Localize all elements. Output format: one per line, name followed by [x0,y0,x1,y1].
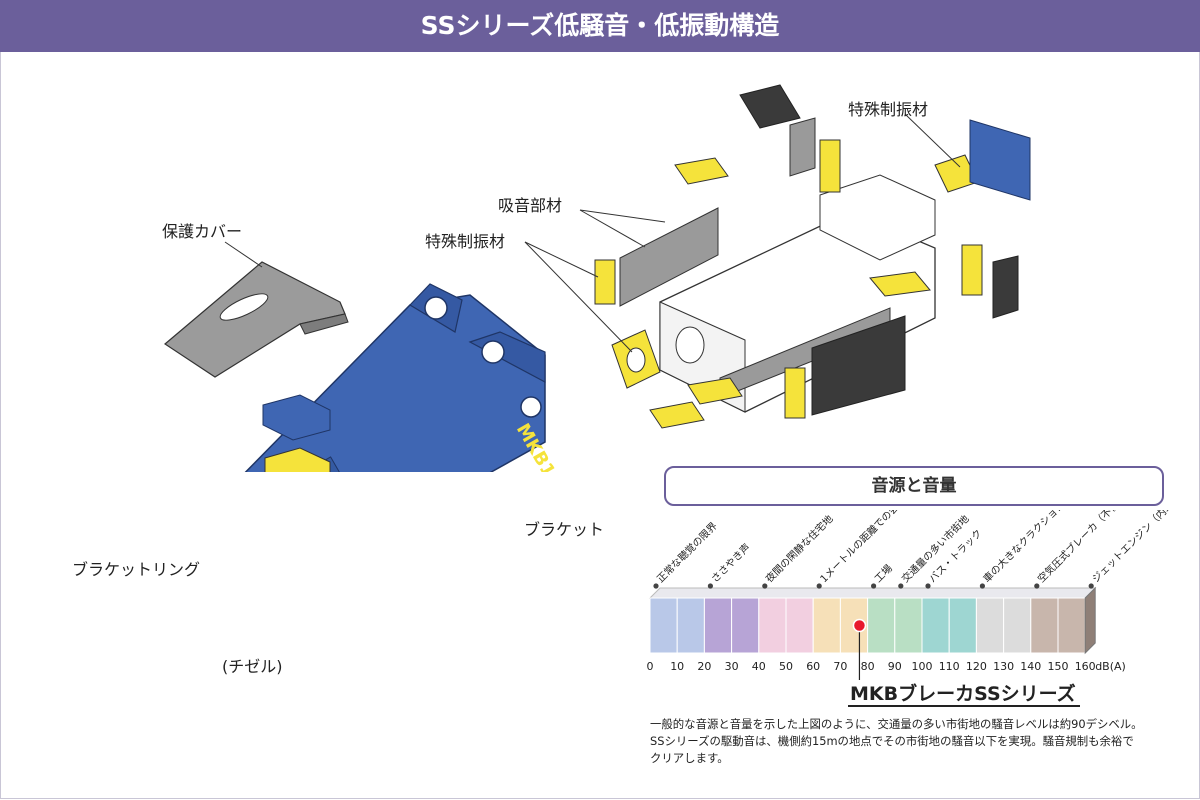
scale-band-cell [758,597,787,654]
source-dot [1088,583,1094,589]
source-dot [925,583,931,589]
description-line: クリアします。 [650,751,729,765]
description-line: 一般的な音源と音量を示した上図のように、交通量の多い市街地の騒音レベルは約90デ… [650,717,1143,731]
sound-level-scale: 0 10 20 30 40 50 60 70 80 90 100 110 120 130 140 150 160… [647,510,1180,680]
scale-band-cell [948,597,977,654]
source-dot [898,583,904,589]
scale-side-face [1084,586,1096,655]
label-bracket: ブラケット [524,520,605,539]
scale-top-face [648,587,1097,599]
scale-tick-label: 110 [939,660,960,673]
label-chisel: (チゼル) [222,657,283,676]
scale-tick-label: 20 [697,660,711,673]
leader-lines [224,113,961,353]
scale-band-cell [676,597,705,654]
scale-tick-label: 130 [993,660,1014,673]
scale-band-cell [649,597,678,654]
source-dot [871,583,877,589]
scale-tick-label: 150 [1048,660,1069,673]
scale-band-cell [1003,597,1032,654]
source-label: ささやき声 [708,541,753,586]
source-label: 工場 [872,562,895,585]
label-bracket-ring: ブラケットリング [72,560,201,579]
scale-tick-label: 60 [806,660,820,673]
label-protective-cover: 保護カバー [162,222,243,241]
scale-tick-label: 40 [752,660,766,673]
description-line: SSシリーズの駆動音は、機側約15mの地点でその市街地の騒音以下を実現。騒音規制… [650,734,1134,748]
scale-tick-label: 10 [670,660,684,673]
marker-dot [852,618,867,633]
scale-tick-label: 80 [861,660,875,673]
sound-section-header: 音源と音量 [664,466,1164,506]
scale-band-cell [867,597,896,654]
scale-tick-label: 70 [833,660,847,673]
page-title: SSシリーズ低騒音・低振動構造 [0,0,1200,52]
scale-tick-label: 50 [779,660,793,673]
scale-tick-label: 0 [647,660,654,673]
scale-band-cell [1030,597,1059,654]
left-pads [262,394,331,472]
marker-caption-underline [848,705,1080,707]
scale-tick-label: 30 [725,660,739,673]
source-dot [707,583,713,589]
scale-band-cell [921,597,950,654]
scale-band-cell [731,597,760,654]
scale-tick-label: 140 [1020,660,1041,673]
scale-band-cell [812,597,841,654]
source-dot [816,583,822,589]
scale-band-cell [975,597,1005,654]
source-label: 正常な聴覚の限界 [654,519,720,585]
marker-caption: MKBブレーカSSシリーズ [850,683,1076,705]
scale-tick-label: 100 [912,660,933,673]
scale-band-cell [894,597,923,654]
label-special-damping-left: 特殊制振材 [425,232,506,251]
scale-band-cell [785,597,814,654]
description: 一般的な音源と音量を示した上図のように、交通量の多い市街地の騒音レベルは約90デ… [650,716,1175,767]
label-sound-absorbing: 吸音部材 [498,196,563,215]
source-dot [979,583,985,589]
protective-cover [164,261,349,378]
source-dot [653,583,659,589]
scale-tick-label: 160 [1075,660,1096,673]
scale-unit: dB(A) [1095,660,1126,673]
source-dot [762,583,768,589]
scale-band-cell [703,597,733,654]
scale-band-cell [1057,597,1086,654]
exploded-illustration: MKB1500SS [164,84,1031,472]
special-damping-pads [594,119,1031,429]
scale-tick-label: 90 [888,660,902,673]
label-special-damping-top: 特殊制振材 [848,100,929,119]
sound-absorbing-plates [619,84,1019,416]
scale-tick-label: 120 [966,660,987,673]
mkb-logo: MKB1500SS [512,420,591,472]
source-dot [1034,583,1040,589]
